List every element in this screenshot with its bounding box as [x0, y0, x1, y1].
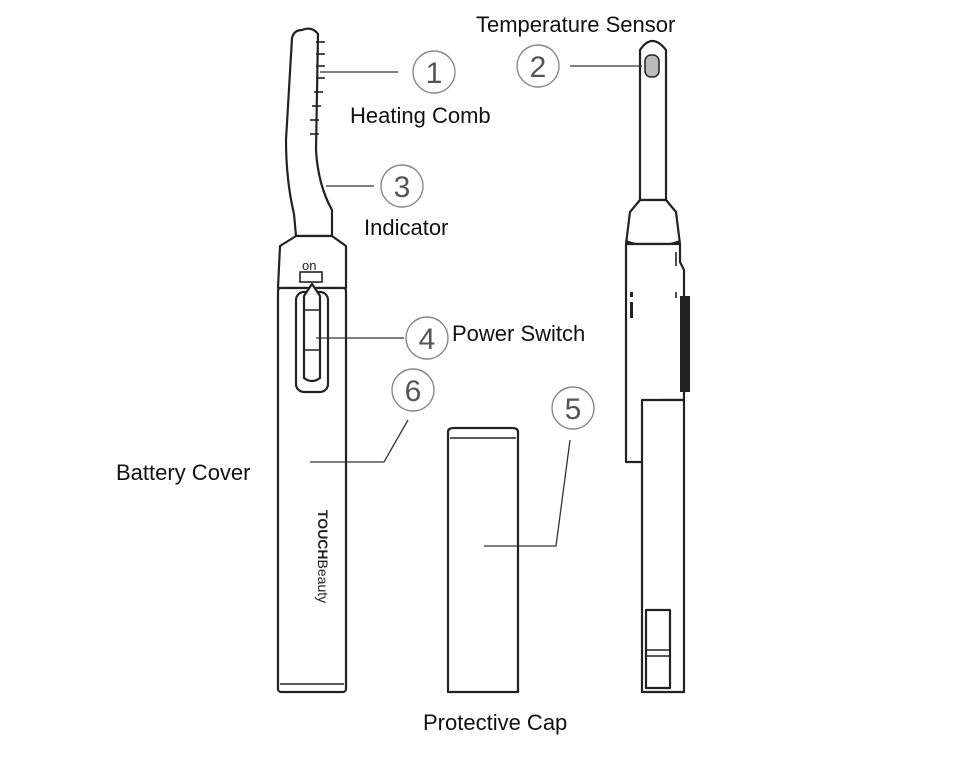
label-temperature-sensor: Temperature Sensor — [476, 12, 676, 37]
label-battery-cover: Battery Cover — [116, 460, 251, 485]
label-power-switch: Power Switch — [452, 321, 586, 346]
callout-2: 2 — [516, 44, 560, 88]
heating-comb-neck — [284, 27, 334, 238]
svg-text:5: 5 — [565, 393, 582, 426]
comb-teeth — [310, 41, 325, 135]
svg-text:4: 4 — [419, 323, 436, 356]
side-device — [624, 39, 690, 694]
switch-on-label: on — [302, 258, 316, 273]
svg-text:2: 2 — [530, 51, 547, 84]
svg-text:6: 6 — [405, 375, 422, 408]
callout-3: 3 — [380, 164, 424, 208]
label-protective-cap: Protective Cap — [423, 710, 568, 735]
switch-marker — [299, 271, 323, 283]
label-heating-comb: Heating Comb — [350, 103, 491, 128]
label-indicator: Indicator — [364, 215, 449, 240]
protective-cap — [446, 426, 520, 694]
callout-5: 5 — [551, 386, 595, 430]
callout-4: 4 — [405, 316, 449, 360]
brand-logo: TOUCHBeauty — [315, 510, 331, 603]
callout-6: 6 — [391, 368, 435, 412]
front-device: on TOUCHBeauty — [276, 27, 348, 694]
leader-lines — [310, 65, 642, 547]
temperature-sensor-window — [644, 54, 660, 78]
protective-cap-body — [446, 426, 520, 694]
svg-text:1: 1 — [426, 57, 443, 90]
side-bottom-clip — [644, 608, 672, 690]
side-stem — [638, 39, 668, 202]
svg-text:3: 3 — [394, 171, 411, 204]
svg-text:TOUCHBeauty: TOUCHBeauty — [315, 510, 331, 603]
power-switch-slider[interactable] — [302, 282, 322, 383]
callout-1: 1 — [412, 50, 456, 94]
side-switch[interactable] — [680, 296, 690, 392]
side-collar — [624, 198, 682, 246]
